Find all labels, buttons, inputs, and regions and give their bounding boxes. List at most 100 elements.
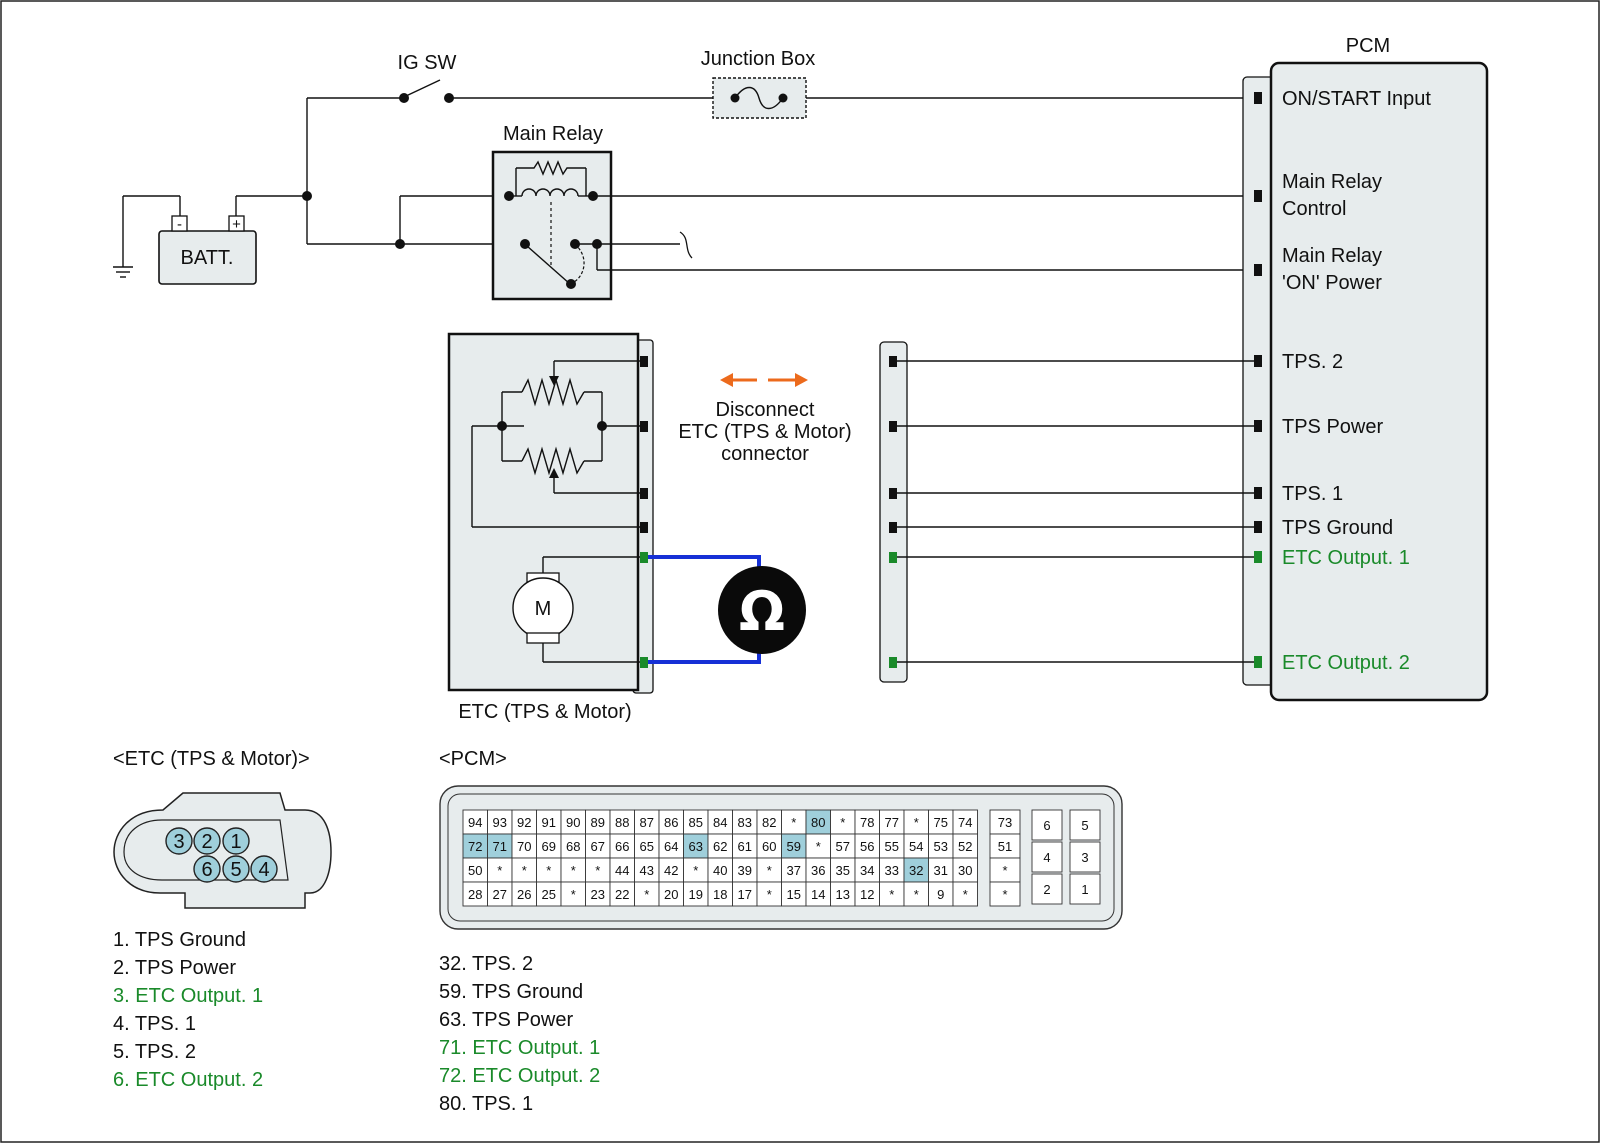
motor-label: M (535, 598, 552, 620)
pcm-pin-number: 80 (811, 815, 825, 830)
pcm-pin-number: 15 (787, 887, 801, 902)
pcm-pin-number: 4 (1043, 850, 1050, 865)
disconnect-line-2: ETC (TPS & Motor) (678, 421, 851, 443)
pcm-pin-number: 94 (468, 815, 482, 830)
etc-unit: ETC (TPS & Motor) M (447, 332, 654, 723)
pcm-pin-cell (756, 809, 782, 835)
etc-pin (222, 827, 250, 855)
etc-legend-item: 5. TPS. 2 (113, 1041, 196, 1063)
pcm-pin-cell (1031, 809, 1063, 841)
pcm-pin-number: 59 (787, 839, 801, 854)
pcm-pin-number: 53 (934, 839, 948, 854)
pcm-legend-item: 63. TPS Power (439, 1009, 573, 1031)
pcm-pin-number: * (767, 887, 772, 902)
etc-pin (193, 827, 221, 855)
pcm-pin-cell (879, 881, 905, 907)
etc-unit-label: ETC (TPS & Motor) (458, 701, 631, 723)
pcm-pin-cell (903, 833, 929, 859)
pcm-pin-cell (756, 857, 782, 883)
pcm-pin-label: ETC Output. 2 (1282, 652, 1410, 674)
pcm-pin-cell (928, 833, 954, 859)
junction-box-label: Junction Box (701, 48, 816, 70)
pcm-pin-cell (658, 881, 684, 907)
pcm-pin-cell (707, 881, 733, 907)
power-circuit: - + BATT. IG SW Junction Box Main Relay (113, 48, 1254, 301)
pcm-pin-number: 18 (713, 887, 727, 902)
pcm-pin-number: 72 (468, 839, 482, 854)
pcm-pin-number: 74 (958, 815, 972, 830)
pcm-pin-cell (634, 833, 660, 859)
pcm-pin-cell (879, 857, 905, 883)
pcm-pin-number: 75 (934, 815, 948, 830)
pcm-pin-number: 92 (517, 815, 531, 830)
pcm-pin-cell (487, 809, 513, 835)
pcm-pin-number: 1 (1081, 882, 1088, 897)
pcm-pin-number: 20 (664, 887, 678, 902)
pcm-pin-cell (805, 809, 831, 835)
pcm-pin-number: 52 (958, 839, 972, 854)
pcm-pin-number: 57 (836, 839, 850, 854)
pcm-pin-number: * (644, 887, 649, 902)
etc-legend-item: 6. ETC Output. 2 (113, 1069, 263, 1091)
pcm-pin-cell (805, 833, 831, 859)
pcm-pin-number: 13 (836, 887, 850, 902)
pcm-pin-cell (928, 857, 954, 883)
pcm-pin-number: 12 (860, 887, 874, 902)
pcm-pin-number: 40 (713, 863, 727, 878)
pcm-pin-number: 39 (738, 863, 752, 878)
etc-pin (222, 855, 250, 883)
pcm-pin-number: 2 (1043, 882, 1050, 897)
pcm-pin-cell (1069, 809, 1101, 841)
pcm-pin-cell (756, 881, 782, 907)
pcm-connector-title: <PCM> (439, 748, 507, 770)
pcm-pin-cell (854, 857, 880, 883)
etc-pin-number: 4 (258, 859, 269, 881)
pcm-pin-number: 68 (566, 839, 580, 854)
etc-pin (165, 827, 193, 855)
pcm-pin-cell (634, 881, 660, 907)
etc-legend-item: 2. TPS Power (113, 957, 236, 979)
pcm-pin-number: * (1002, 863, 1007, 878)
pcm-pin-cell (781, 809, 807, 835)
pcm-pin-cell (585, 881, 611, 907)
pcm-pin-number: 88 (615, 815, 629, 830)
pcm-pin-number: 27 (493, 887, 507, 902)
battery-minus-label: - (177, 216, 182, 233)
pcm-pin-cell (903, 857, 929, 883)
etc-connector-shell (113, 792, 332, 909)
pcm-pin-cell (756, 833, 782, 859)
pcm-pin-cell (683, 833, 709, 859)
pcm-pin-number: * (497, 863, 502, 878)
pcm-legend-item: 80. TPS. 1 (439, 1093, 533, 1115)
pcm-pin-number: * (595, 863, 600, 878)
etc-pin-number: 6 (201, 859, 212, 881)
pcm-pin-number: 26 (517, 887, 531, 902)
pcm-pin-number: 65 (640, 839, 654, 854)
pcm-pin-cell (487, 881, 513, 907)
pcm-pin-label: Main Relay (1282, 171, 1382, 193)
pcm-pin-number: 35 (836, 863, 850, 878)
ohm-symbol: Ω (739, 580, 785, 643)
pcm-pin-number: * (816, 839, 821, 854)
relay-coil-icon (521, 188, 579, 197)
pcm-pin-cell (903, 881, 929, 907)
pcm-pin-cell (928, 881, 954, 907)
pcm-pin-number: * (767, 863, 772, 878)
pcm-pin-number: 9 (937, 887, 944, 902)
main-relay (491, 150, 613, 301)
pcm-pin-number: 82 (762, 815, 776, 830)
pcm-pin-cell (1069, 873, 1101, 905)
pcm-pin-number: 89 (591, 815, 605, 830)
etc-legend-item: 4. TPS. 1 (113, 1013, 196, 1035)
pcm-pin-number: * (889, 887, 894, 902)
pcm-pin-cell (1069, 841, 1101, 873)
harness-connector (879, 341, 1254, 683)
disconnect-note: Disconnect ETC (TPS & Motor) connector (678, 373, 852, 465)
pcm-label: PCM (1346, 35, 1390, 57)
pcm-pin-label: TPS Ground (1282, 517, 1393, 539)
pcm-pin-cell (560, 881, 586, 907)
